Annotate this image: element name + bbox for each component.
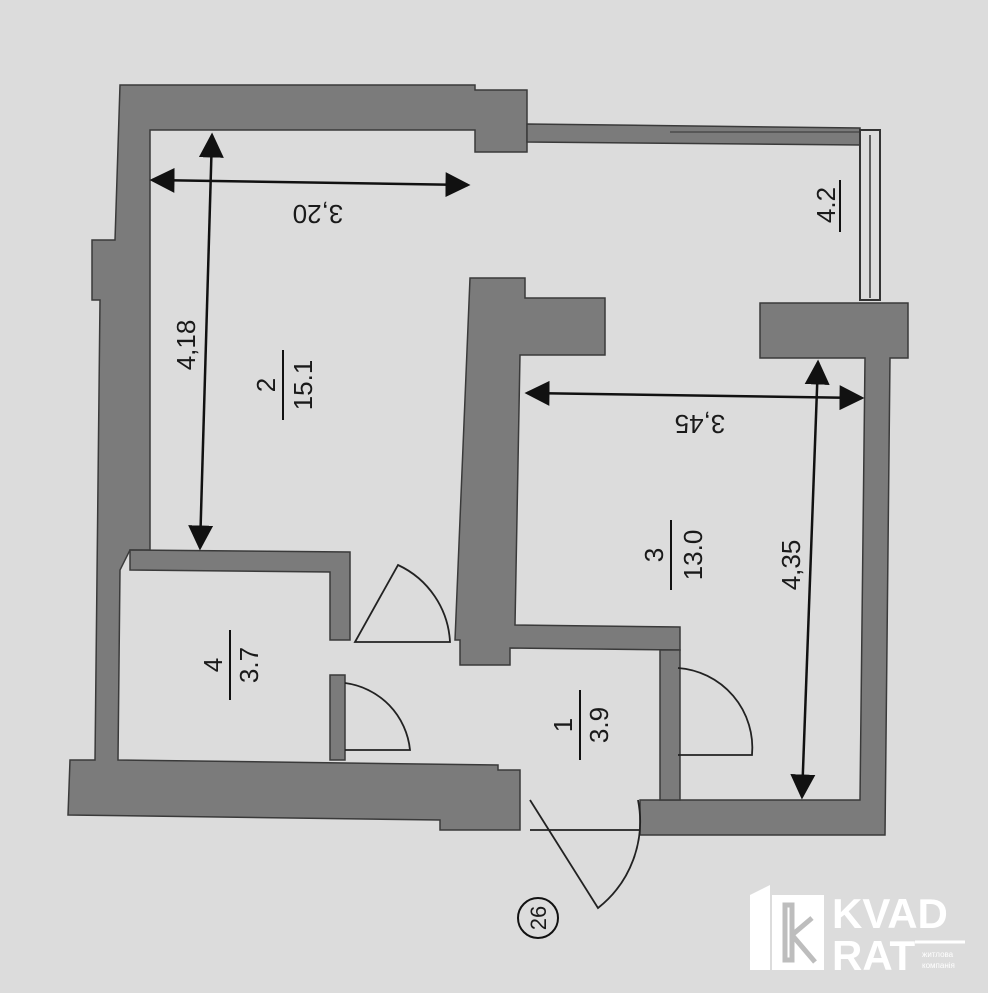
bath-wall — [659, 649, 681, 801]
svg-text:RAT: RAT — [832, 932, 916, 979]
dim-room3-width: 3,45 — [675, 409, 726, 439]
hall-wall — [329, 674, 346, 761]
balcony-rail — [526, 123, 861, 146]
svg-text:13.0: 13.0 — [678, 530, 708, 581]
svg-text:1: 1 — [548, 718, 578, 732]
central-wall — [454, 277, 681, 666]
dim-room3-length: 4,35 — [776, 540, 806, 591]
doors — [344, 563, 754, 910]
svg-text:житлова: житлова — [922, 950, 954, 959]
svg-text:4: 4 — [198, 658, 228, 672]
room4-wall — [129, 549, 351, 641]
room-1-label: 1 3.9 — [548, 690, 614, 760]
svg-text:26: 26 — [526, 906, 551, 930]
svg-text:KVAD: KVAD — [832, 890, 948, 937]
outer-wall-left — [67, 84, 528, 831]
room-4-label: 4 3.7 — [198, 630, 264, 700]
balcony-window — [670, 129, 881, 301]
svg-text:3.7: 3.7 — [234, 647, 264, 683]
balcony-label: 4.2 — [811, 180, 841, 232]
apartment-number: 26 — [517, 897, 559, 939]
svg-text:3.9: 3.9 — [584, 707, 614, 743]
svg-text:4.2: 4.2 — [811, 187, 841, 223]
svg-text:3: 3 — [639, 548, 669, 562]
room-3-label: 3 13.0 — [639, 520, 708, 590]
walls — [67, 84, 909, 836]
dimension-lines — [149, 132, 865, 800]
kvadrat-logo: KVAD RAT житлова компанія — [750, 885, 965, 979]
svg-text:компанія: компанія — [922, 961, 955, 970]
room-2-label: 2 15.1 — [251, 350, 318, 420]
svg-text:15.1: 15.1 — [288, 360, 318, 411]
dim-room2-width: 3,20 — [293, 199, 344, 229]
dim-room2-length: 4,18 — [171, 320, 201, 371]
svg-text:2: 2 — [251, 378, 281, 392]
